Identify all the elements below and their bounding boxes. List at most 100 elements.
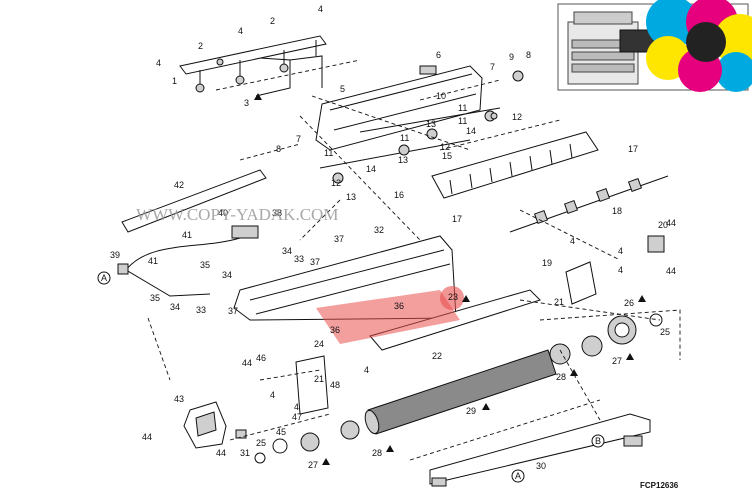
callout-11: 11 <box>458 116 467 126</box>
harness-30 <box>429 413 651 487</box>
callout-46: 46 <box>256 353 266 363</box>
assembly-markers <box>254 93 646 465</box>
main-roller <box>364 349 557 435</box>
callout-16: 16 <box>394 190 404 200</box>
connector-a: A <box>515 471 521 481</box>
callout-34: 34 <box>222 270 232 280</box>
connector-markers: A A B <box>97 271 605 483</box>
callout-41: 41 <box>182 230 192 240</box>
callout-33: 33 <box>294 254 304 264</box>
callout-labels: 1 2 2 4 4 4 3 6 7 9 8 5 10 11 11 11 11 1… <box>110 4 676 471</box>
callout-45: 45 <box>276 427 286 437</box>
gear-shafts <box>319 70 524 184</box>
callout-29: 29 <box>466 406 476 416</box>
lower-gears <box>254 420 360 464</box>
callout-6: 6 <box>436 50 441 60</box>
callout-35: 35 <box>200 260 210 270</box>
callout-38: 38 <box>272 208 282 218</box>
callout-7: 7 <box>490 62 495 72</box>
callout-5: 5 <box>340 84 345 94</box>
callout-28: 28 <box>372 448 382 458</box>
figure-code: FCP12636 <box>640 481 679 490</box>
callout-21: 21 <box>554 297 564 307</box>
callout-37: 37 <box>310 257 320 267</box>
callout-11: 11 <box>324 148 333 158</box>
callout-4: 4 <box>156 58 161 68</box>
callout-28: 28 <box>556 372 566 382</box>
callout-27: 27 <box>308 460 318 470</box>
callout-9: 9 <box>509 52 514 62</box>
callout-37: 37 <box>228 306 238 316</box>
callout-17: 17 <box>628 144 638 154</box>
callout-19: 19 <box>542 258 552 268</box>
callout-37: 37 <box>334 234 344 244</box>
callout-30: 30 <box>536 461 546 471</box>
right-bracket <box>565 235 665 305</box>
callout-13: 13 <box>426 119 436 129</box>
callout-4: 4 <box>318 4 323 14</box>
callout-32: 32 <box>374 225 384 235</box>
callout-2: 2 <box>198 41 203 51</box>
callout-17: 17 <box>452 214 462 224</box>
callout-39: 39 <box>110 250 120 260</box>
callout-41: 41 <box>148 256 158 266</box>
upper-bracket-assembly <box>179 35 327 97</box>
callout-4: 4 <box>618 265 623 275</box>
callout-31: 31 <box>240 448 250 458</box>
callout-10: 10 <box>436 91 446 101</box>
callout-18: 18 <box>612 206 622 216</box>
callout-4: 4 <box>618 246 623 256</box>
callout-44: 44 <box>216 448 226 458</box>
color-circles-logo <box>646 0 752 92</box>
callout-26: 26 <box>624 298 634 308</box>
callout-4: 4 <box>364 365 369 375</box>
harness-left <box>117 225 259 297</box>
callout-23: 23 <box>448 292 458 302</box>
callout-4: 4 <box>238 26 243 36</box>
callout-12: 12 <box>512 112 522 122</box>
callout-12: 12 <box>440 142 450 152</box>
callout-20: 20 <box>658 220 668 230</box>
callout-7: 7 <box>296 134 301 144</box>
callout-12: 12 <box>331 178 341 188</box>
callout-36: 36 <box>394 301 404 311</box>
callout-21: 21 <box>314 374 324 384</box>
callout-44: 44 <box>666 266 676 276</box>
callout-8: 8 <box>526 50 531 60</box>
callout-44: 44 <box>242 358 252 368</box>
callout-11: 11 <box>458 103 467 113</box>
upper-frame <box>315 65 483 151</box>
connector-b: B <box>595 436 601 446</box>
connector-a: A <box>101 273 107 283</box>
callout-36: 36 <box>330 325 340 335</box>
dashed-leaders <box>147 59 681 461</box>
callout-24: 24 <box>314 339 324 349</box>
callout-13: 13 <box>346 192 356 202</box>
callout-27: 27 <box>612 356 622 366</box>
box-43 <box>183 401 247 449</box>
callout-25: 25 <box>256 438 266 448</box>
callout-15: 15 <box>442 151 452 161</box>
callout-11: 11 <box>400 133 409 143</box>
callout-22: 22 <box>432 351 442 361</box>
callout-1: 1 <box>172 76 177 86</box>
callout-2: 2 <box>270 16 275 26</box>
lower-left-bracket <box>295 355 329 415</box>
watermark-text: WWW.COPY-YADAK.COM <box>136 205 338 224</box>
highlight-region <box>316 286 464 344</box>
callout-34: 34 <box>170 302 180 312</box>
callout-47: 47 <box>292 412 302 422</box>
roller-shaft <box>509 175 669 233</box>
callout-4: 4 <box>570 236 575 246</box>
callout-35: 35 <box>150 293 160 303</box>
callout-33: 33 <box>196 305 206 315</box>
gears-right <box>549 313 663 365</box>
callout-44: 44 <box>142 432 152 442</box>
callout-13: 13 <box>398 155 408 165</box>
callout-34: 34 <box>282 246 292 256</box>
callout-40: 40 <box>218 208 228 218</box>
callout-3: 3 <box>244 98 249 108</box>
callout-4: 4 <box>270 390 275 400</box>
